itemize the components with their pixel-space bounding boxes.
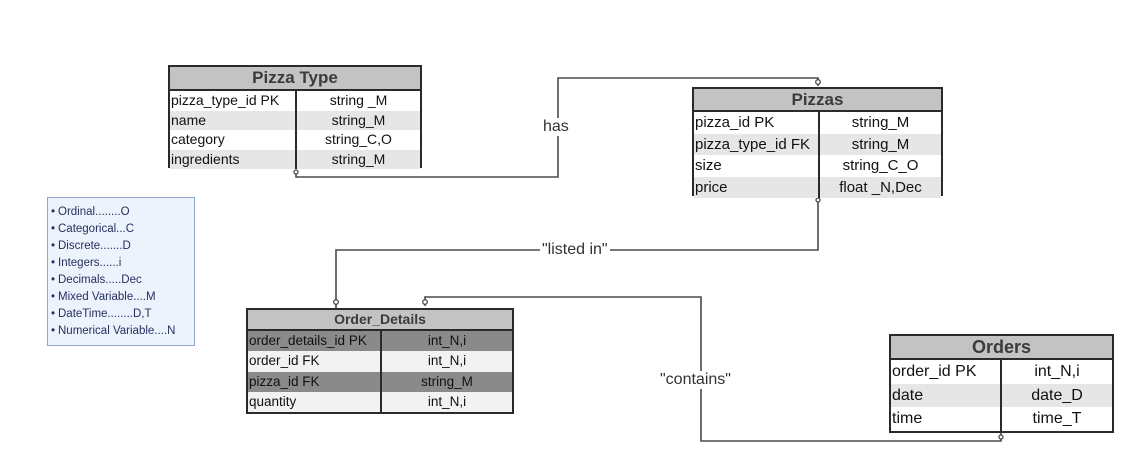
field-name: order_id FK	[248, 351, 382, 372]
legend-item: •Categorical...C	[51, 221, 194, 238]
bullet-icon: •	[51, 291, 56, 303]
relationship-label-listed-in: "listed in"	[540, 241, 610, 259]
table-row: category string_C,O	[170, 130, 420, 150]
field-type: float _N,Dec	[839, 178, 922, 196]
table-row: pizza_id FK string_M	[248, 371, 512, 392]
relationship-label-has: has	[541, 118, 571, 136]
connector-end-marker	[998, 434, 1004, 440]
connector-end-marker	[815, 79, 821, 85]
legend-item: •Discrete.......D	[51, 238, 194, 255]
table-row: pizza_type_id PK string _M	[170, 91, 420, 111]
field-name: name	[170, 110, 297, 130]
legend-item: •Numerical Variable....N	[51, 323, 194, 340]
bullet-icon: •	[51, 240, 56, 252]
bullet-icon: •	[51, 257, 56, 269]
entity-title: Pizza Type	[170, 67, 420, 91]
legend-item: •DateTime........D,T	[51, 306, 194, 323]
entity-order-details: Order_Details order_details_id PK int_N,…	[246, 308, 514, 414]
field-type: string_M	[331, 111, 386, 128]
relationship-label-contains: "contains"	[658, 371, 733, 389]
bullet-icon: •	[51, 325, 56, 337]
legend-item: •Integers......i	[51, 255, 194, 272]
legend-item: •Ordinal........O	[51, 204, 194, 221]
table-row: quantity int_N,i	[248, 391, 512, 412]
field-name: pizza_type_id PK	[170, 91, 297, 111]
field-type: int_N,i	[1034, 363, 1080, 380]
field-type: date_D	[1031, 386, 1083, 404]
field-type: string_M	[421, 373, 473, 389]
field-name: size	[694, 155, 820, 177]
field-name: pizza_id PK	[694, 112, 820, 134]
variable-type-legend: •Ordinal........O •Categorical...C •Disc…	[47, 197, 195, 346]
entity-title: Pizzas	[694, 89, 941, 112]
connector-end-marker	[422, 299, 428, 305]
table-row: name string_M	[170, 110, 420, 130]
field-name: pizza_type_id FK	[694, 133, 820, 155]
bullet-icon: •	[51, 206, 56, 218]
entity-orders: Orders order_id PK int_N,i date date_D t…	[889, 334, 1114, 433]
entity-title: Order_Details	[248, 310, 512, 331]
table-row: order_id PK int_N,i	[891, 360, 1112, 384]
field-type: time_T	[1032, 410, 1082, 427]
table-row: time time_T	[891, 407, 1112, 431]
field-type: string_M	[851, 114, 910, 131]
field-type: int_N,i	[427, 353, 467, 369]
legend-item: •Decimals.....Dec	[51, 272, 194, 289]
table-row: size string_C_O	[694, 155, 941, 177]
bullet-icon: •	[51, 223, 56, 235]
entity-title: Orders	[891, 336, 1112, 360]
field-type: string_C_O	[842, 157, 919, 174]
field-name: order_details_id PK	[248, 331, 382, 352]
table-row: date date_D	[891, 383, 1112, 407]
field-name: time	[891, 407, 1002, 431]
table-row: pizza_type_id FK string_M	[694, 133, 941, 155]
legend-item: •Mixed Variable....M	[51, 289, 194, 306]
connector-end-marker	[293, 169, 299, 175]
field-name: date	[891, 383, 1002, 407]
bullet-icon: •	[51, 274, 56, 286]
connector-contains	[424, 296, 1002, 442]
connector-end-marker	[815, 197, 821, 203]
field-type: string_C,O	[325, 131, 392, 147]
table-row: order_details_id PK int_N,i	[248, 331, 512, 352]
connector-end-marker	[333, 299, 339, 305]
field-name: order_id PK	[891, 360, 1002, 384]
bullet-icon: •	[51, 308, 56, 320]
field-name: pizza_id FK	[248, 371, 382, 392]
field-type: int_N,i	[427, 393, 467, 409]
entity-pizza-type: Pizza Type pizza_type_id PK string _M na…	[168, 65, 422, 169]
table-row: price float _N,Dec	[694, 176, 941, 198]
field-name: quantity	[248, 391, 382, 412]
field-name: price	[694, 176, 820, 198]
field-name: ingredients	[170, 149, 297, 169]
field-type: string_M	[851, 135, 910, 153]
field-type: int_N,i	[427, 333, 467, 348]
field-type: string_M	[331, 150, 386, 167]
table-row: ingredients string_M	[170, 149, 420, 169]
table-row: order_id FK int_N,i	[248, 351, 512, 372]
field-name: category	[170, 130, 297, 150]
field-type: string _M	[329, 92, 388, 108]
entity-pizzas: Pizzas pizza_id PK string_M pizza_type_i…	[692, 87, 943, 198]
table-row: pizza_id PK string_M	[694, 112, 941, 134]
